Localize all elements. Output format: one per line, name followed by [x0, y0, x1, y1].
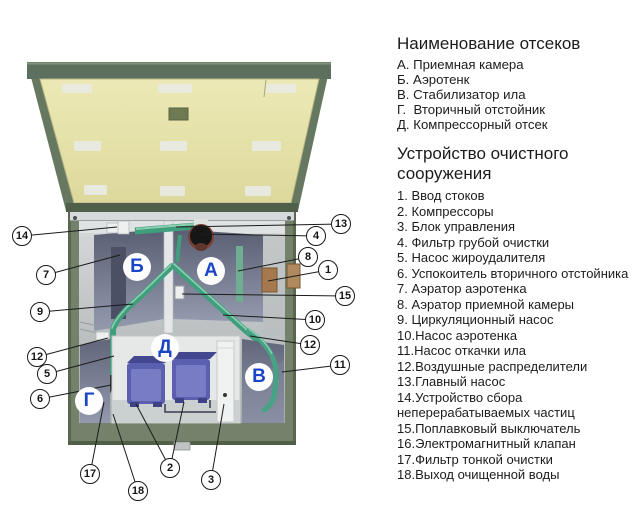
callout-2: 2	[160, 458, 180, 478]
compartment-letter-В: В	[245, 363, 273, 391]
inlet-pipe	[261, 267, 278, 293]
control-unit	[216, 340, 235, 423]
lid	[27, 62, 331, 212]
callout-15: 15	[335, 286, 355, 306]
callout-7: 7	[36, 265, 56, 285]
device-item: 8. Аэратор приемной камеры	[397, 296, 575, 312]
device-item: 13.Главный насос	[397, 374, 506, 389]
callout-5: 5	[37, 364, 57, 384]
callout-3: 3	[201, 470, 221, 490]
legend-item: В. Стабилизатор ила	[397, 87, 526, 102]
compartment-letter-Д: Д	[151, 334, 179, 362]
device-item: 1. Ввод стоков	[397, 188, 485, 203]
callout-10: 10	[305, 310, 325, 330]
callout-11: 11	[330, 355, 350, 375]
callout-17: 17	[80, 464, 100, 484]
callout-14: 14	[12, 226, 32, 246]
device-title: Устройство очистного сооружения	[397, 144, 569, 183]
rim-bolt-right	[287, 216, 291, 220]
callout-12: 12	[27, 347, 47, 367]
device-item: 6. Успокоитель вторичного отстойника	[397, 265, 629, 281]
callout-leader-lines	[21, 223, 346, 492]
device-item: 7. Аэратор аэротенка	[397, 281, 527, 296]
lid-vent	[168, 107, 189, 121]
callout-8: 8	[298, 247, 318, 267]
device-item: 16.Электромагнитный клапан	[397, 436, 576, 451]
rim-bolt-left	[73, 216, 77, 220]
device-item: 5. Насос жироудалителя	[397, 250, 546, 265]
device-item: 17.Фильтр тонкой очистки	[397, 451, 553, 467]
clean-water-outlet	[95, 331, 110, 341]
callout-12: 12	[300, 335, 320, 355]
compartment-letter-Г: Г	[75, 387, 103, 415]
sludge-pump-pipe	[246, 328, 279, 413]
legend-item: Г. Вторичный отстойник	[397, 102, 546, 117]
legend-item: Б. Аэротенк	[397, 72, 470, 87]
receiving-chamber-aerator	[236, 246, 243, 302]
device-item: 3. Блок управления	[397, 219, 516, 234]
callout-18: 18	[128, 481, 148, 501]
device-item: 4. Фильтр грубой очистки	[397, 234, 550, 250]
compartment-letter-А: А	[197, 257, 225, 285]
device-item: 15.Поплавковый выключатель	[397, 420, 581, 436]
device-item: 10.Насос аэротенка	[397, 327, 518, 343]
device-item: 9. Циркуляционный насос	[397, 312, 554, 327]
callout-4: 4	[306, 226, 326, 246]
bottom-tab	[173, 441, 191, 451]
callout-1: 1	[318, 260, 338, 280]
main-pump-assembly	[106, 219, 214, 263]
device-item: 11.Насос откачки ила	[397, 343, 526, 358]
device-item: 14.Устройство сбора неперерабатываемых ч…	[397, 389, 575, 421]
device-item: 2. Компрессоры	[397, 203, 494, 219]
compartment-letter-Б: Б	[123, 253, 151, 281]
callout-6: 6	[30, 389, 50, 409]
device-item: 12.Воздушные распределители	[397, 358, 588, 374]
callout-9: 9	[30, 302, 50, 322]
compartments-title: Наименование отсеков	[397, 34, 581, 53]
device-item: 18.Выход очищенной воды	[397, 467, 560, 482]
aerotank-aerator	[111, 247, 126, 319]
float-switch	[174, 285, 185, 300]
lid-foam-pads	[62, 84, 296, 196]
legend-item: А. Приемная камера	[397, 57, 524, 72]
legend-item: Д. Компрессорный отсек	[397, 117, 548, 132]
callout-13: 13	[331, 214, 351, 234]
